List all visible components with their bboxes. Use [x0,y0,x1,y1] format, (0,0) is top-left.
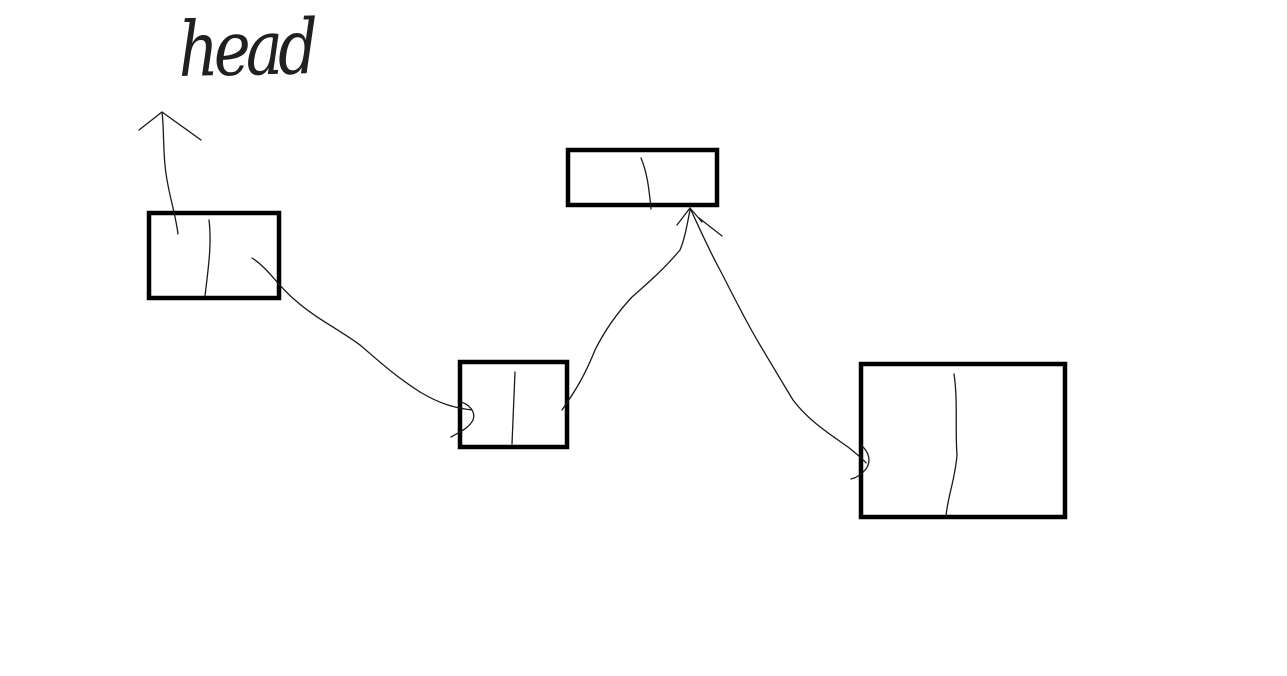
node-1-box [146,210,282,301]
link-node1-arrowhead [450,400,475,438]
head-pointer-line [161,111,179,235]
node-1-divider [204,219,211,297]
node-4-divider [945,373,958,517]
node-2-divider [511,371,516,445]
link-node3-to-node4 [689,207,867,464]
node-3-box [565,147,720,208]
node-2-box [457,359,570,450]
node-3-divider [640,157,652,210]
head-arrow-icon [138,111,202,141]
link-node3-extra-tick [698,217,723,237]
link-node1-to-node2 [251,257,473,411]
link-node3-arrowhead [850,444,870,480]
link-node2-to-node3 [561,209,691,411]
head-label: head [177,2,314,94]
node-4-box [858,361,1068,520]
